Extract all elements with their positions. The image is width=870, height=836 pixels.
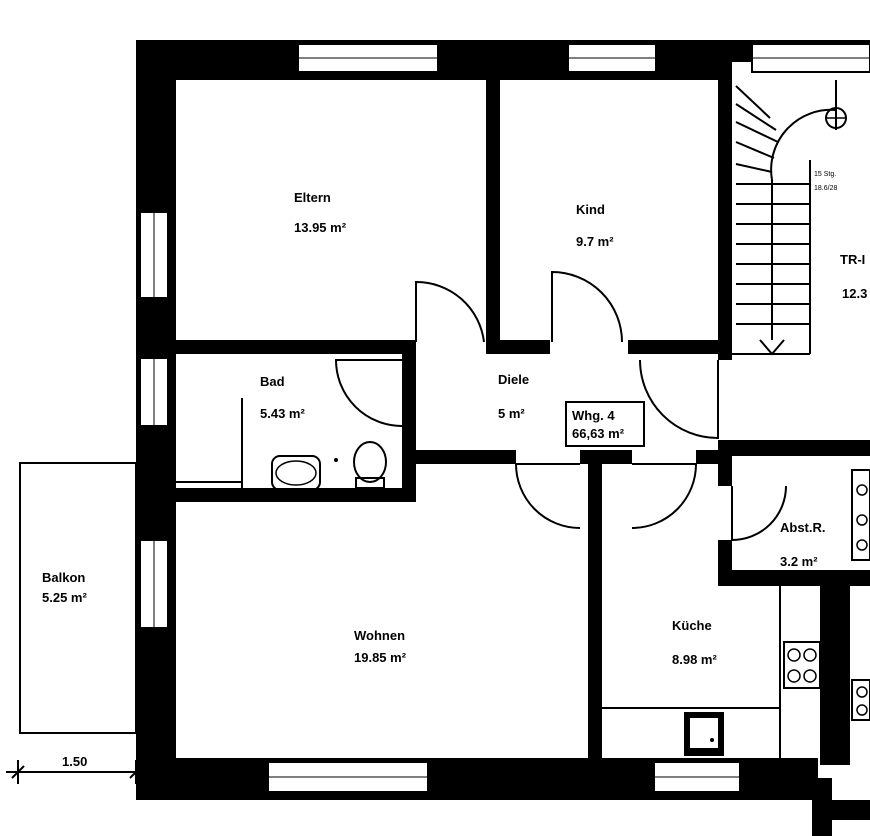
bathroom-fixtures xyxy=(271,441,387,491)
room-area-treppe: 12.3 xyxy=(842,286,867,301)
room-area-kueche: 8.98 m² xyxy=(672,652,717,667)
stairs-steps: 15 Stg. xyxy=(814,171,836,178)
unit-label-box xyxy=(565,401,645,447)
room-area-eltern: 13.95 m² xyxy=(294,220,347,235)
room-area-diele: 5 m² xyxy=(498,406,525,421)
room-name-eltern: Eltern xyxy=(294,190,331,205)
bathtub-icon xyxy=(271,455,321,491)
dimension-balcony-depth: 1.50 xyxy=(62,754,87,769)
staircase: 15 Stg. 18.6/28 xyxy=(732,80,847,356)
stove-icon xyxy=(783,641,821,689)
room-name-kind: Kind xyxy=(576,202,605,217)
room-area-abstell: 3.2 m² xyxy=(780,554,818,569)
room-name-kueche: Küche xyxy=(672,618,712,633)
partitions xyxy=(176,398,781,758)
outer-walls xyxy=(136,40,870,836)
room-name-treppe: TR-I xyxy=(840,252,865,267)
room-area-bad: 5.43 m² xyxy=(260,406,305,421)
room-name-balkon: Balkon xyxy=(42,570,85,585)
kitchen-fixtures xyxy=(684,469,870,756)
toilet-icon xyxy=(353,441,387,483)
dimension-line: 1.50 xyxy=(6,754,143,784)
windows xyxy=(139,43,870,793)
room-name-wohnen: Wohnen xyxy=(354,628,405,643)
room-name-diele: Diele xyxy=(498,372,529,387)
room-name-bad: Bad xyxy=(260,374,285,389)
unit-area: 66,63 m² xyxy=(572,426,625,441)
stairs-ratio: 18.6/28 xyxy=(814,185,837,192)
room-area-wohnen: 19.85 m² xyxy=(354,650,407,665)
room-name-abstell: Abst.R. xyxy=(780,520,826,535)
unit-title: Whg. 4 xyxy=(572,408,615,423)
interior-walls xyxy=(176,80,870,760)
room-area-kind: 9.7 m² xyxy=(576,234,614,249)
room-area-balkon: 5.25 m² xyxy=(42,590,87,605)
door-swings xyxy=(334,270,787,542)
